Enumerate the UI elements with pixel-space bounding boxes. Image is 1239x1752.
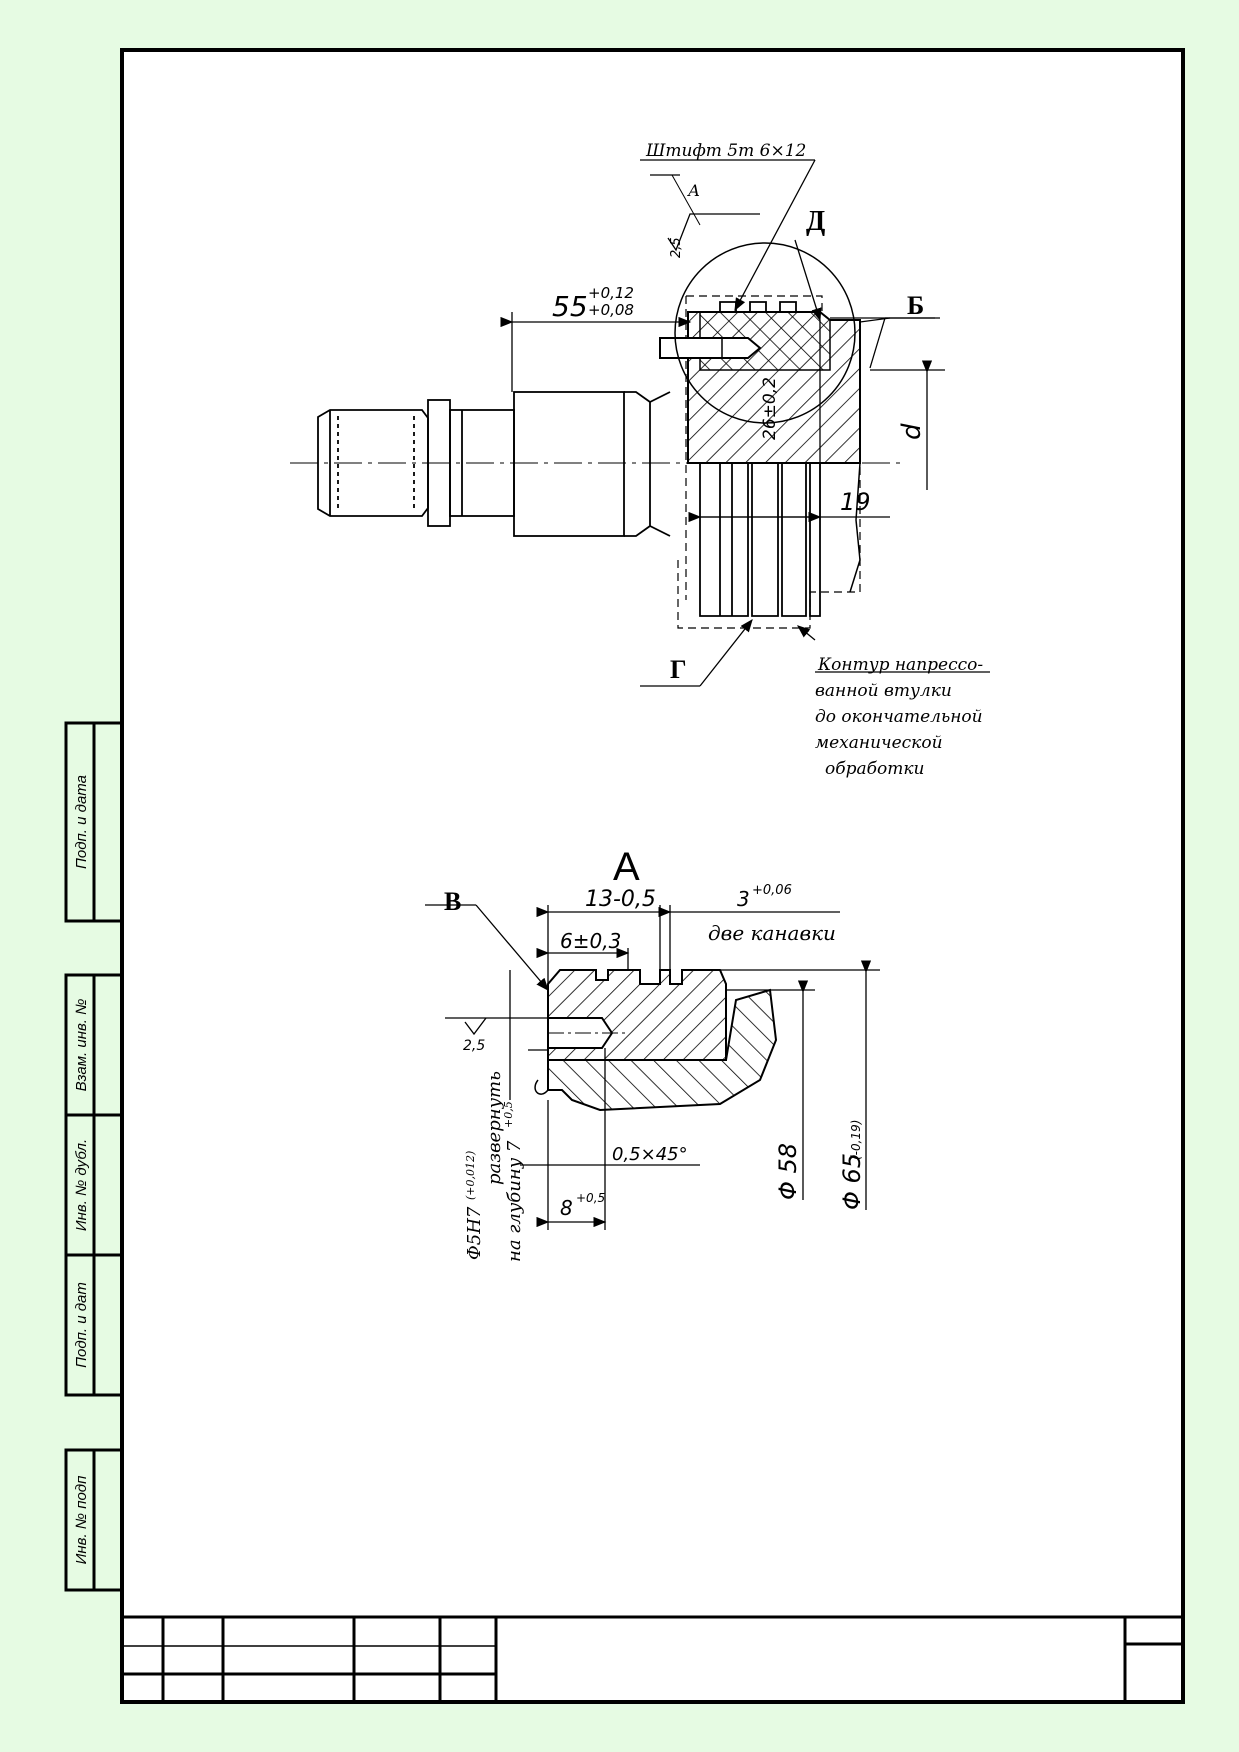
dim-6: 6±0,3 bbox=[560, 929, 621, 953]
label-v: В bbox=[444, 887, 461, 916]
top-view-section bbox=[659, 242, 861, 629]
dim-3-tol: +0,06 bbox=[752, 883, 792, 898]
hole-spec-line-1: Φ5H7 bbox=[464, 1206, 485, 1260]
roughness-detail: 2,5 bbox=[463, 1038, 485, 1054]
stamp-orig-inv: Инв. № подп bbox=[73, 1476, 90, 1565]
dim-55-lower-tol: +0,08 bbox=[588, 301, 634, 319]
hole-spec-tol: (+0,012) bbox=[464, 1151, 477, 1200]
dim-3: 3 bbox=[737, 887, 750, 911]
dim-8: 8 bbox=[560, 1196, 573, 1220]
label-a-top: А bbox=[687, 181, 700, 200]
side-stamp bbox=[64, 721, 124, 1592]
note-line-3: до окончательной bbox=[815, 707, 983, 727]
note-line-4: механической bbox=[815, 733, 943, 753]
dim-19: 19 bbox=[840, 488, 871, 516]
detail-view-dimensions bbox=[425, 904, 880, 1230]
stamp-dup-inv: Инв. № дубл. bbox=[73, 1139, 90, 1231]
dia-65: Φ 65 bbox=[838, 1153, 866, 1210]
label-d-detail: Д bbox=[806, 206, 825, 237]
detail-title: А bbox=[613, 845, 640, 889]
label-d-diameter: d bbox=[897, 423, 927, 440]
top-view-shaft bbox=[290, 391, 900, 537]
dim-55-upper-tol: +0,12 bbox=[588, 284, 634, 302]
dia-65-tol: (-0,19) bbox=[849, 1120, 863, 1160]
label-b-section: Б bbox=[907, 291, 924, 320]
grooves-note: две канавки bbox=[708, 921, 836, 945]
note-line-1: Контур напрессо- bbox=[817, 655, 983, 675]
dim-13: 13-0,5 bbox=[585, 887, 656, 912]
roughness-top: 2,5 bbox=[669, 237, 684, 258]
note-line-5: обработки bbox=[825, 759, 924, 779]
hole-spec-depth-tol: +0,5 bbox=[502, 1101, 515, 1128]
paper bbox=[122, 50, 1183, 1702]
stamp-replace-inv: Взам. инв. № bbox=[73, 999, 90, 1092]
callout-pin: Штифт 5т 6×12 bbox=[645, 141, 806, 161]
title-block bbox=[122, 1615, 1183, 1702]
dim-55: 55 bbox=[552, 290, 588, 323]
dia-58: Φ 58 bbox=[774, 1143, 802, 1200]
hole-spec-line-2: развернуть bbox=[484, 1071, 505, 1185]
chamfer-dim: 0,5×45° bbox=[612, 1144, 688, 1165]
dim-8-tol: +0,5 bbox=[576, 1191, 605, 1205]
hole-spec-line-3: на глубину 7 bbox=[504, 1140, 525, 1262]
note-line-2: ванной втулки bbox=[815, 681, 952, 701]
dim-26: 26±0,2 bbox=[760, 377, 780, 440]
label-g-contour: Г bbox=[670, 655, 687, 684]
top-view-dimensions bbox=[500, 159, 945, 687]
stamp-sign-date-1: Подп. и дата bbox=[73, 775, 90, 869]
stamp-sign-date-2: Подп. и дат bbox=[73, 1282, 90, 1368]
